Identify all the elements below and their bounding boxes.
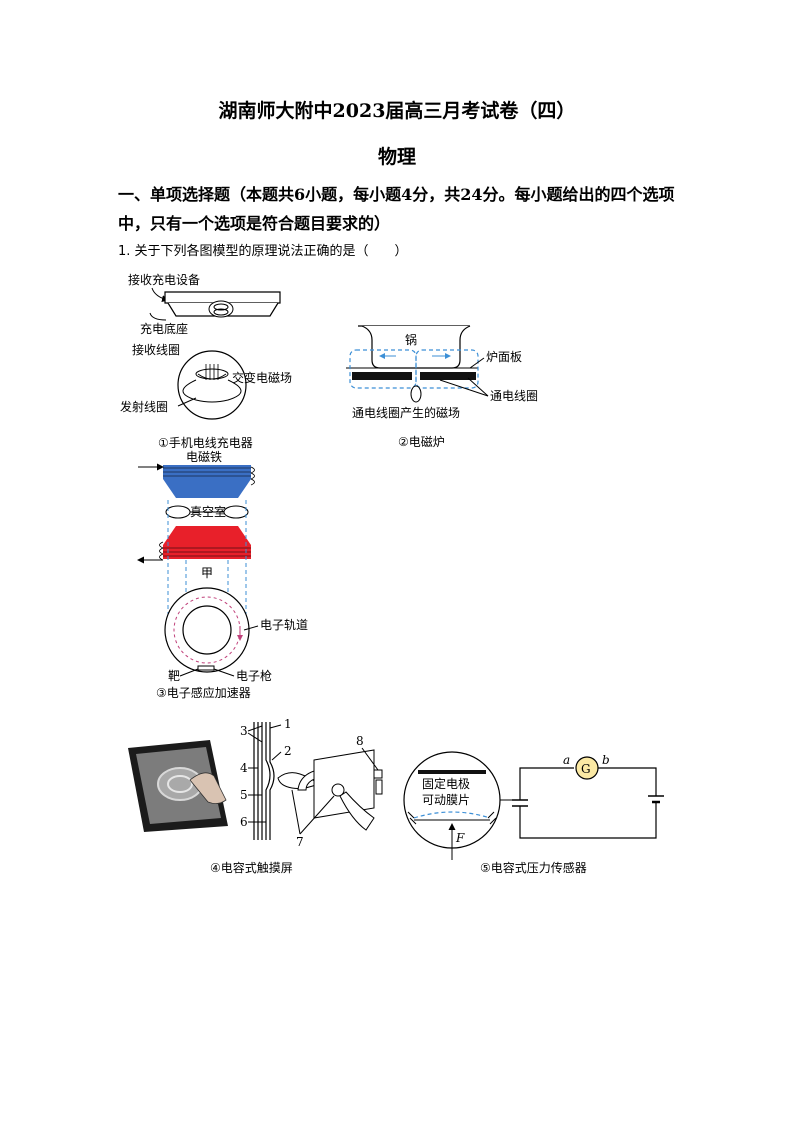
fig2-label-panel: 炉面板	[486, 350, 522, 364]
fig1-caption: ①手机电线充电器	[158, 435, 253, 450]
fig4-num-3: 3	[240, 724, 248, 738]
fig5-label-membrane: 可动膜片	[422, 793, 470, 807]
section-heading: 一、单项选择题（本题共6小题，每小题4分，共24分。每小题给出的四个选项中，只有…	[118, 185, 675, 233]
figure-5-pressure-sensor: 固定电极 可动膜片 F G a b ⑤电容式压力传感器	[403, 751, 664, 875]
fig1-label-receiver: 接收充电设备	[128, 272, 200, 287]
fig1-label-tx-coil: 发射线圈	[120, 399, 168, 414]
fig5-caption: ⑤电容式压力传感器	[480, 860, 587, 875]
fig4-num-5: 5	[240, 788, 248, 802]
fig5-label-a: a	[563, 753, 570, 767]
fig3-label-magnet: 电磁铁	[186, 449, 222, 464]
fig4-num-2: 2	[284, 744, 292, 758]
fig4-num-6: 6	[240, 815, 248, 829]
fig1-label-recv-coil: 接收线圈	[132, 342, 180, 357]
fig3-caption: ③电子感应加速器	[156, 685, 251, 700]
fig3-label-target: 靶	[168, 669, 180, 683]
subject-title: 物理	[377, 146, 416, 168]
fig5-label-b: b	[602, 753, 610, 767]
fig4-num-4: 4	[240, 761, 248, 775]
fig3-label-orbit: 电子轨道	[260, 618, 308, 632]
figure-1-phone-charger: 接收充电设备 充电底座 接收线圈 交变电磁场 发射线圈 ①手机电线充电器	[120, 272, 292, 450]
figure-4-touchscreen: 1 2 3 4 5 6 8 7 ④电容式触摸屏	[128, 717, 383, 875]
question-1-stem: 1. 关于下列各图模型的原理说法正确的是（ ）	[118, 244, 408, 259]
fig2-label-field: 通电线圈产生的磁场	[352, 405, 460, 420]
fig1-label-emf: 交变电磁场	[232, 370, 292, 385]
fig5-label-fixed: 固定电极	[422, 776, 470, 791]
fig4-num-1: 1	[284, 717, 292, 731]
fig2-label-coil: 通电线圈	[490, 389, 538, 403]
fig3-label-jia: 甲	[201, 566, 213, 580]
page-title: 湖南师大附中2023届高三月考试卷（四）	[218, 100, 576, 122]
fig2-label-pot: 锅	[405, 332, 417, 347]
fig4-num-8: 8	[356, 734, 364, 748]
fig4-caption: ④电容式触摸屏	[210, 860, 293, 875]
fig1-label-base: 充电底座	[140, 321, 188, 336]
fig3-label-vacuum: 真空室	[190, 504, 226, 519]
fig5-label-F: F	[455, 831, 465, 845]
fig3-label-gun: 电子枪	[236, 668, 272, 683]
figure-3-betatron: 电磁铁 真空室 甲 电子轨道 靶	[137, 449, 308, 700]
fig2-caption: ②电磁炉	[398, 434, 445, 449]
figure-2-induction-cooker: 锅 炉面板 通电线圈 通电线圈产生的磁场 ②电磁炉	[346, 325, 538, 449]
fig5-label-G: G	[581, 762, 591, 776]
fig4-num-7: 7	[296, 835, 304, 849]
